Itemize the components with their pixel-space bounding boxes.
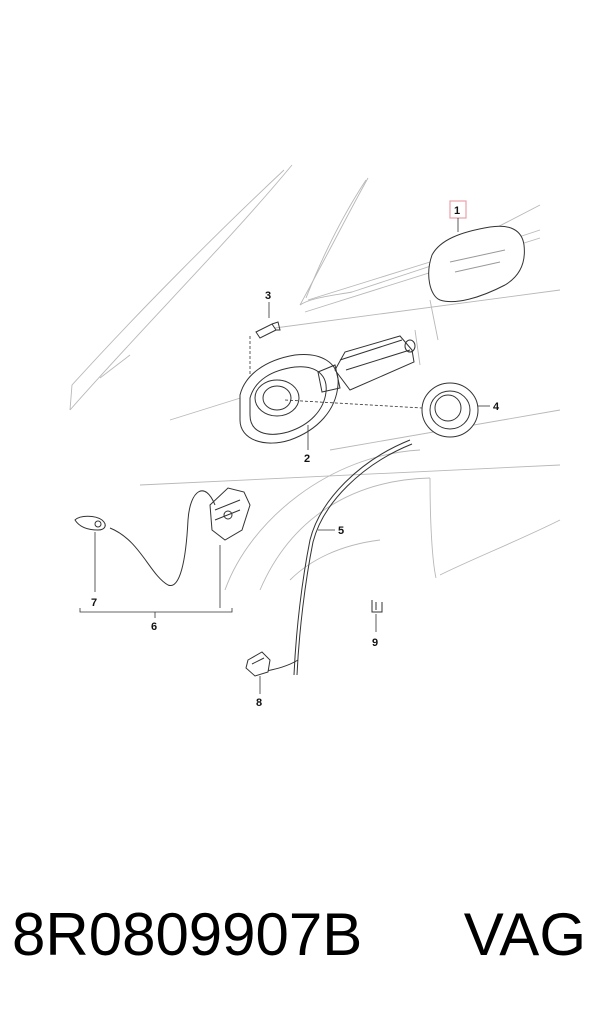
callout-6: 6 xyxy=(151,621,157,633)
actuator-part xyxy=(74,487,251,586)
callout-2: 2 xyxy=(304,453,310,465)
part-number: 8R0809907B xyxy=(12,901,363,968)
callout-4: 4 xyxy=(493,401,500,413)
seal-ring-part xyxy=(421,382,479,438)
small-clip-part xyxy=(371,600,383,613)
brand-label: VAG xyxy=(463,901,586,968)
fuel-flap-part xyxy=(428,225,525,303)
callout-3: 3 xyxy=(265,290,271,302)
bracket-6 xyxy=(79,608,233,618)
car-body-outline xyxy=(69,164,561,591)
footer: 8R0809907B VAG xyxy=(0,895,600,975)
callout-7: 7 xyxy=(91,597,97,609)
cable-clip-part xyxy=(245,651,271,677)
callout-8: 8 xyxy=(256,697,262,709)
callout-9: 9 xyxy=(372,637,378,649)
filler-housing-part xyxy=(239,335,416,444)
leader-line-4-axis xyxy=(284,399,423,409)
bolt-part xyxy=(255,321,281,339)
callout-5: 5 xyxy=(338,525,344,537)
callout-1: 1 xyxy=(454,205,460,217)
